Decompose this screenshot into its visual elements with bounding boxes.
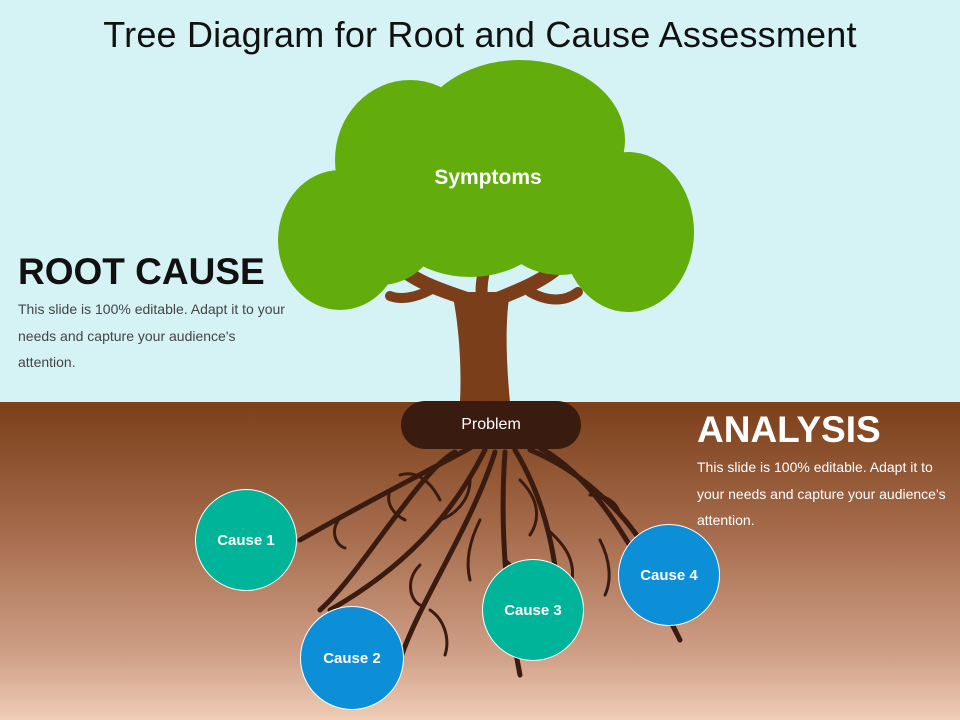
cause-4-node[interactable]: Cause 4 — [618, 524, 720, 626]
cause-3-label: Cause 3 — [504, 601, 562, 619]
tree-crown — [278, 60, 694, 312]
cause-1-label: Cause 1 — [217, 531, 275, 549]
cause-2-label: Cause 2 — [323, 649, 381, 667]
analysis-body: This slide is 100% editable. Adapt it to… — [697, 459, 946, 528]
cause-3-node[interactable]: Cause 3 — [482, 559, 584, 661]
cause-1-node[interactable]: Cause 1 — [195, 489, 297, 591]
root-cause-block: ROOT CAUSE This slide is 100% editable. … — [18, 252, 288, 376]
root-cause-body: This slide is 100% editable. Adapt it to… — [18, 301, 285, 370]
cause-2-node[interactable]: Cause 2 — [300, 606, 404, 710]
problem-node[interactable]: Problem — [401, 401, 581, 449]
symptoms-label: Symptoms — [434, 166, 542, 189]
cause-4-label: Cause 4 — [640, 566, 698, 584]
slide-title: Tree Diagram for Root and Cause Assessme… — [103, 14, 857, 55]
analysis-block: ANALYSIS This slide is 100% editable. Ad… — [697, 410, 957, 534]
analysis-heading: ANALYSIS — [697, 409, 881, 450]
root-cause-heading: ROOT CAUSE — [18, 251, 265, 292]
problem-label: Problem — [461, 416, 521, 433]
tree-trunk — [452, 292, 510, 402]
